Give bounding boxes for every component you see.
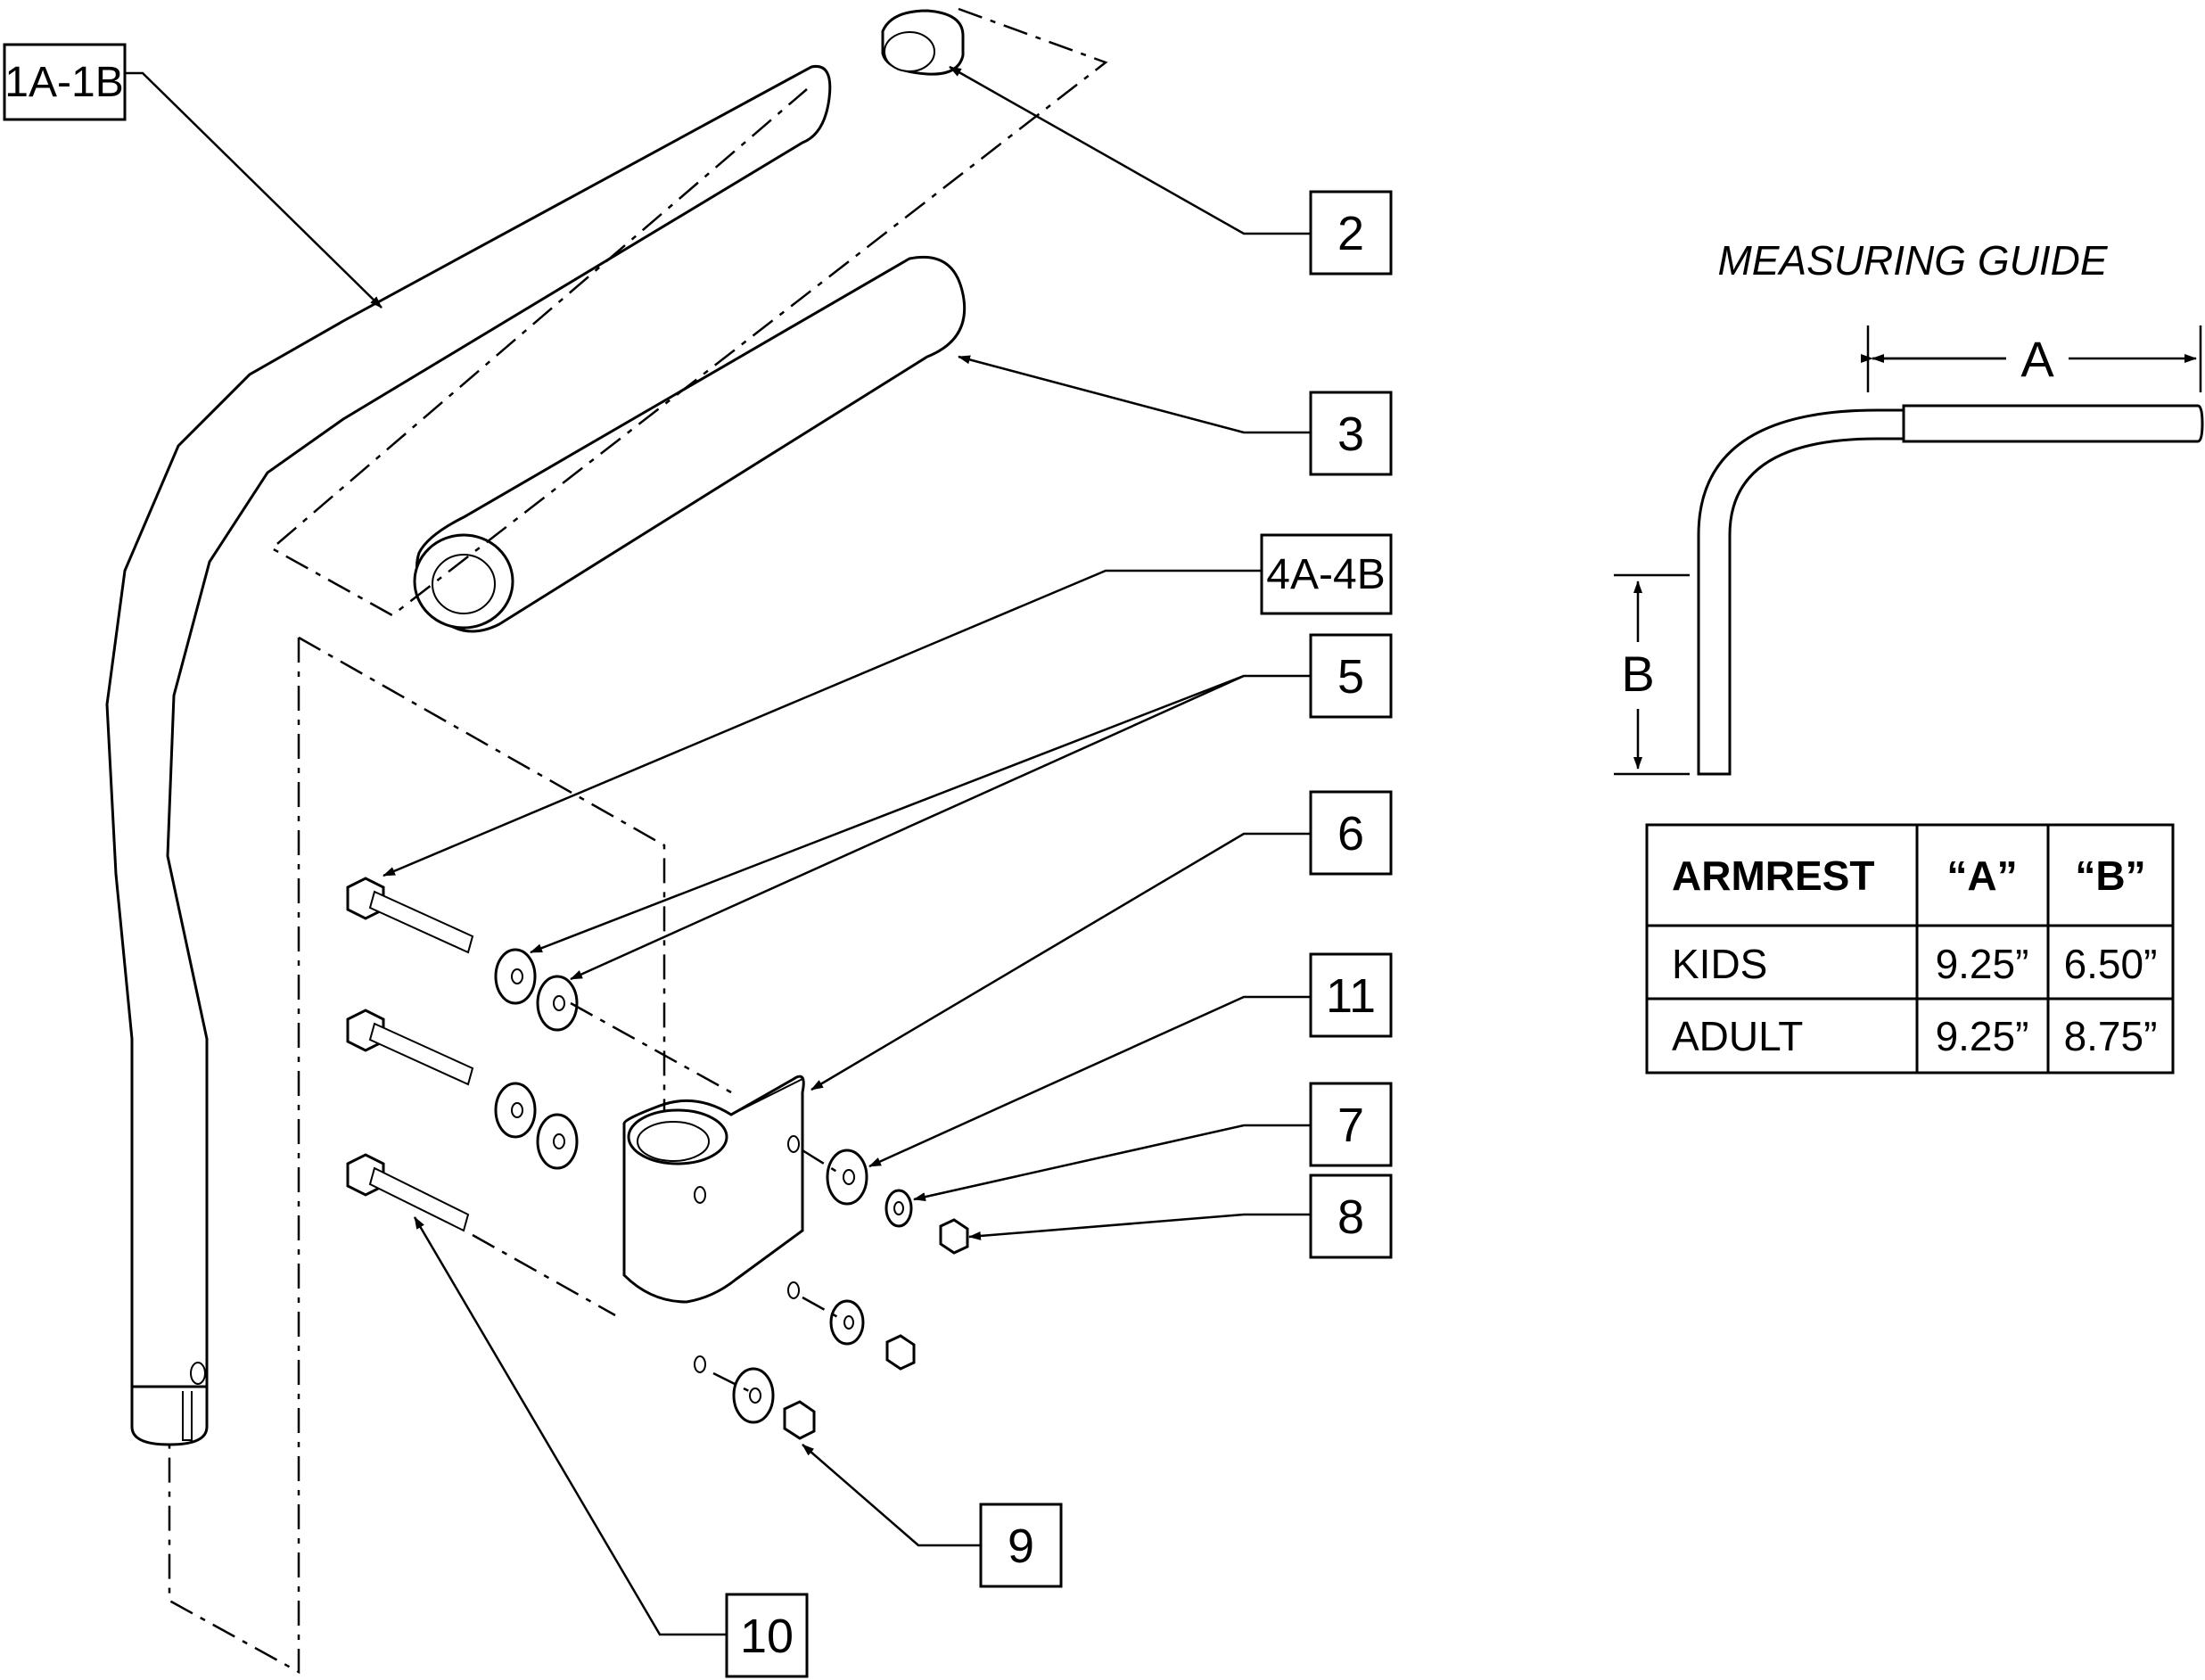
callout-10: 10 — [725, 1593, 809, 1678]
assembly-lines — [168, 7, 1108, 1675]
callout-label: 3 — [1337, 408, 1364, 461]
callout-8: 8 — [1309, 1174, 1393, 1259]
callout-label: 7 — [1337, 1099, 1364, 1152]
armrest-tube — [105, 64, 832, 1446]
washers-nuts-right — [732, 1149, 969, 1440]
leader-lines — [125, 65, 1311, 1636]
callout-label: 6 — [1337, 807, 1364, 861]
table-cell: 9.25” — [1936, 941, 2029, 987]
measuring-guide: MEASURING GUIDE A B — [1614, 237, 2204, 776]
callout-1a-1b: 1A-1B — [3, 43, 127, 121]
bolt-bottom — [346, 1153, 470, 1232]
callout-3: 3 — [1309, 391, 1393, 476]
table-header-armrest: ARMREST — [1672, 852, 1874, 899]
table-cell: ADULT — [1672, 1013, 1803, 1059]
size-table: ARMREST “A” “B” KIDS 9.25” 6.50” ADULT 9… — [1645, 823, 2175, 1075]
callout-label: 8 — [1337, 1190, 1364, 1244]
table-cell: 9.25” — [1936, 1013, 2029, 1059]
dim-a-label: A — [2020, 331, 2054, 387]
dim-b-label: B — [1621, 646, 1654, 702]
guide-tube-outline — [1697, 408, 1910, 776]
callout-label: 5 — [1337, 650, 1364, 704]
callout-9: 9 — [979, 1503, 1063, 1588]
callout-11: 11 — [1309, 952, 1393, 1038]
table-cell: 8.75” — [2064, 1013, 2158, 1059]
callout-label: 4A-4B — [1266, 551, 1385, 598]
guide-title: MEASURING GUIDE — [1717, 237, 2108, 284]
mounting-bracket — [622, 1075, 805, 1373]
callout-label: 9 — [1008, 1519, 1034, 1573]
callout-label: 2 — [1337, 207, 1364, 260]
callout-5: 5 — [1309, 633, 1393, 719]
callout-label: 1A-1B — [4, 59, 123, 106]
table-header-b: “B” — [2075, 852, 2145, 899]
callout-6: 6 — [1309, 790, 1393, 876]
callout-2: 2 — [1309, 190, 1393, 276]
washers-left — [494, 948, 579, 1170]
table-header-a: “A” — [1946, 852, 2017, 899]
end-cap — [881, 9, 965, 76]
bolt-middle — [346, 1009, 474, 1086]
bolt-top — [346, 877, 474, 954]
guide-pad-outline — [1902, 404, 2204, 443]
table-cell: KIDS — [1672, 941, 1767, 987]
callout-label: 11 — [1326, 969, 1376, 1023]
callout-7: 7 — [1309, 1082, 1393, 1167]
callout-label: 10 — [740, 1610, 794, 1663]
table-cell: 6.50” — [2064, 941, 2158, 987]
armrest-pad — [413, 255, 967, 633]
callout-4a-4b: 4A-4B — [1260, 533, 1393, 615]
